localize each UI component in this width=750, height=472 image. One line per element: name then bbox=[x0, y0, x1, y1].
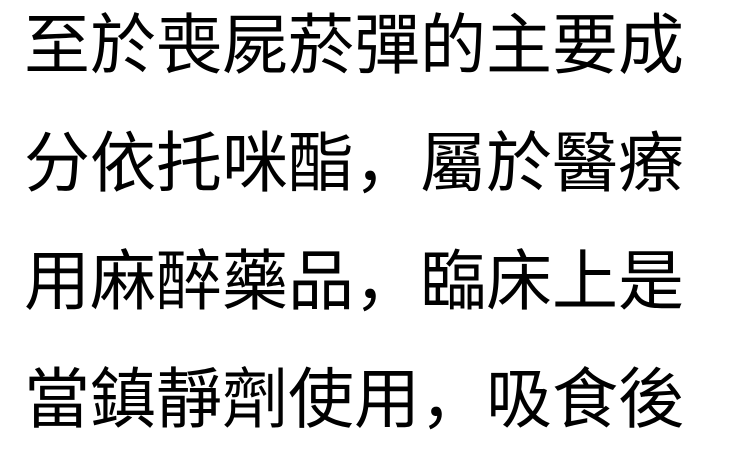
text-line-3: 用麻醉藥品，臨床上是 bbox=[24, 243, 684, 320]
text-line-4: 當鎮靜劑使用，吸食後 bbox=[24, 361, 684, 438]
text-line-1: 至於喪屍菸彈的主要成 bbox=[24, 7, 684, 84]
text-line-2: 分依托咪酯，屬於醫療 bbox=[24, 125, 684, 202]
article-text: 至於喪屍菸彈的主要成 分依托咪酯，屬於醫療 用麻醉藥品，臨床上是 當鎮靜劑使用，… bbox=[24, 0, 734, 472]
